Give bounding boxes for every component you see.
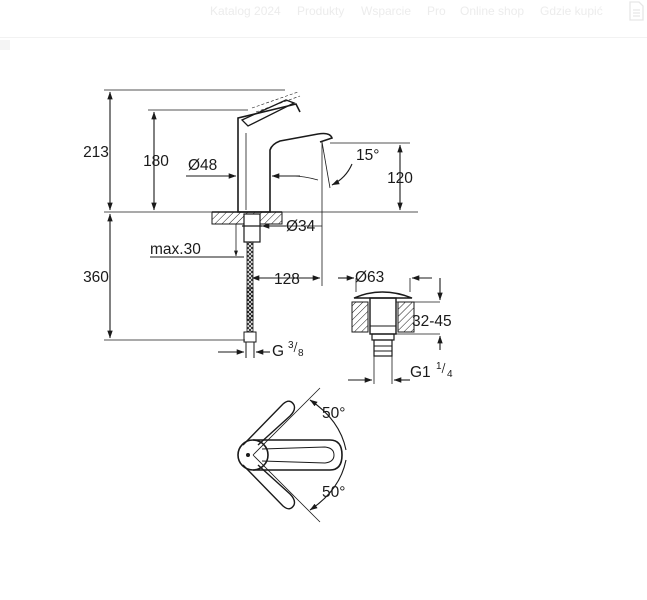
nav-link-catalog[interactable]: Katalog 2024 bbox=[210, 4, 281, 18]
nav-link-where-to-buy[interactable]: Gdzie kupić bbox=[540, 4, 603, 18]
dim-below-height: 360 bbox=[83, 269, 109, 286]
dim-spout-height: 180 bbox=[143, 153, 169, 170]
nav-link-online-shop[interactable]: Online shop bbox=[460, 4, 525, 18]
header-divider bbox=[0, 37, 647, 38]
dim-waste-thread-num: 1 bbox=[436, 361, 442, 372]
dim-outlet-height: 120 bbox=[387, 170, 413, 187]
side-tab-marker bbox=[0, 40, 10, 50]
dim-body-diameter: Ø48 bbox=[188, 157, 217, 174]
dim-waste-thread-den: 4 bbox=[447, 369, 453, 380]
document-icon[interactable] bbox=[628, 1, 644, 21]
dim-angle-right: 50° bbox=[322, 484, 345, 501]
dim-waste-thread: G1 bbox=[410, 364, 431, 381]
dim-max-thickness: max.30 bbox=[150, 241, 201, 258]
nav-link-products[interactable]: Produkty bbox=[297, 4, 345, 18]
top-navigation: Katalog 2024 Produkty Wsparcie Pro Onlin… bbox=[0, 0, 647, 26]
dim-hose-thread-den: 8 bbox=[298, 348, 304, 359]
dim-projection: 128 bbox=[274, 271, 300, 288]
dim-base-diameter: Ø34 bbox=[286, 218, 316, 235]
dim-hose-thread: G bbox=[272, 343, 284, 360]
dim-total-height: 213 bbox=[83, 144, 109, 161]
dim-angle-left: 50° bbox=[322, 405, 345, 422]
dim-waste-diameter: Ø63 bbox=[355, 269, 384, 286]
dim-outlet-angle: 15° bbox=[356, 147, 379, 164]
nav-link-support[interactable]: Wsparcie bbox=[361, 4, 412, 18]
nav-link-pro[interactable]: Pro bbox=[427, 4, 446, 18]
dim-hose-thread-num: 3 bbox=[288, 340, 294, 351]
dim-waste-range: 32-45 bbox=[412, 313, 452, 330]
